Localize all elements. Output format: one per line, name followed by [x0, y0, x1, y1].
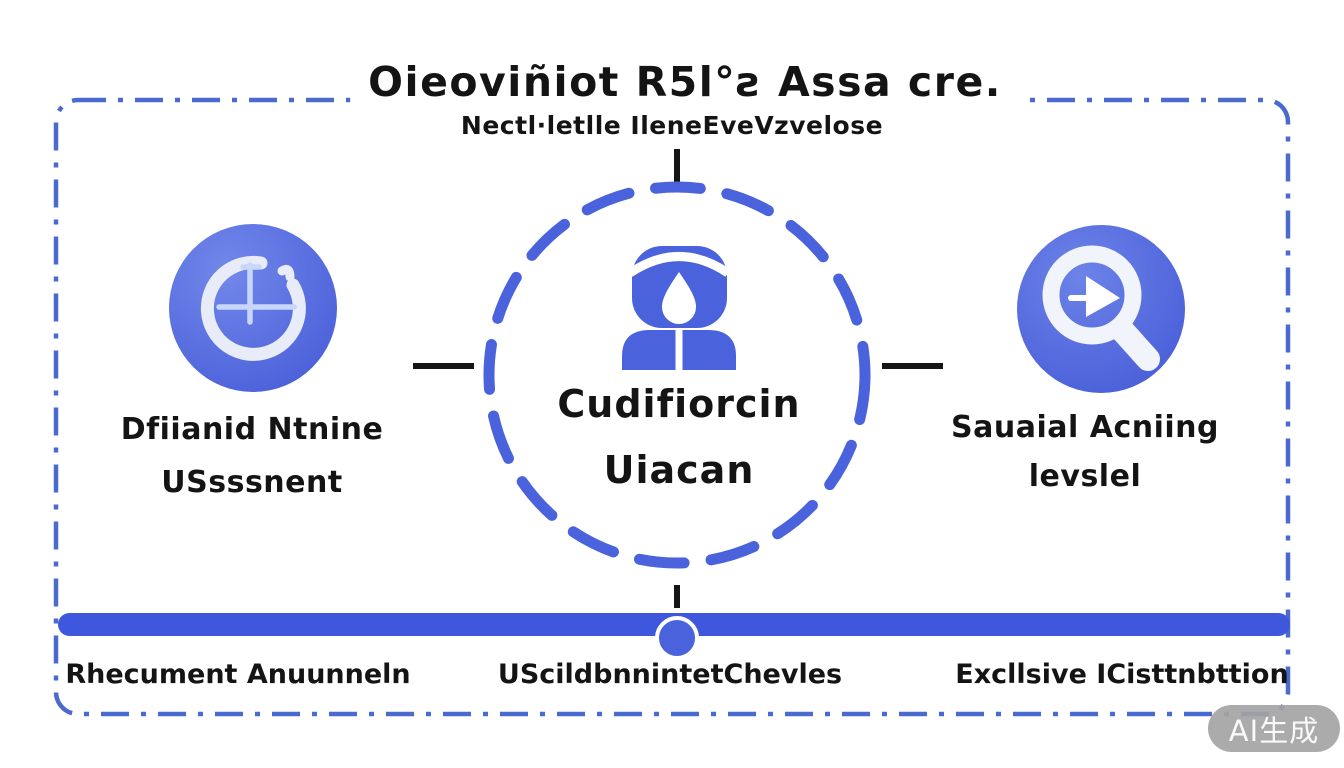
connector-lines [413, 149, 943, 608]
right-feature-label-line2: levslel [1028, 459, 1142, 494]
timeline-label-1: Rhecument Anuunneln [65, 659, 411, 690]
page-title: Oieoviñiot R5l°ƨ Assa cre. [350, 58, 1020, 106]
person-icon [622, 246, 736, 370]
right-feature-label-line1: Sauaial Acniing [951, 410, 1219, 445]
center-feature-label-line2: Uiacan [603, 448, 755, 492]
arrow-glyph [1086, 276, 1120, 317]
watermark-text: AI生成 [1228, 713, 1320, 748]
page-subtitle: Nectl·letlle IleneEveVzvelose [460, 111, 884, 140]
timeline-label-3: Excllsive ICisttnbttion [955, 659, 1289, 690]
dial-gauge-icon [169, 224, 337, 392]
person-droplet [662, 272, 696, 324]
person-hat-brim [627, 252, 731, 277]
left-feature-label-line2: USsssnent [161, 465, 343, 500]
dial-crosshair [216, 262, 297, 325]
magnifier-handle [1110, 318, 1160, 371]
timeline-label-2: UScildbnnintetChevles [497, 659, 843, 690]
left-feature-label-line1: Dfiianid Ntnine [120, 412, 384, 447]
timeline-node [655, 616, 699, 660]
center-feature-label-line1: Cudifiorcin [557, 382, 801, 426]
ai-generated-watermark-badge: AI生成 [1208, 705, 1340, 752]
center-dashed-circle [483, 181, 871, 569]
search-arrow-icon [1017, 225, 1185, 393]
